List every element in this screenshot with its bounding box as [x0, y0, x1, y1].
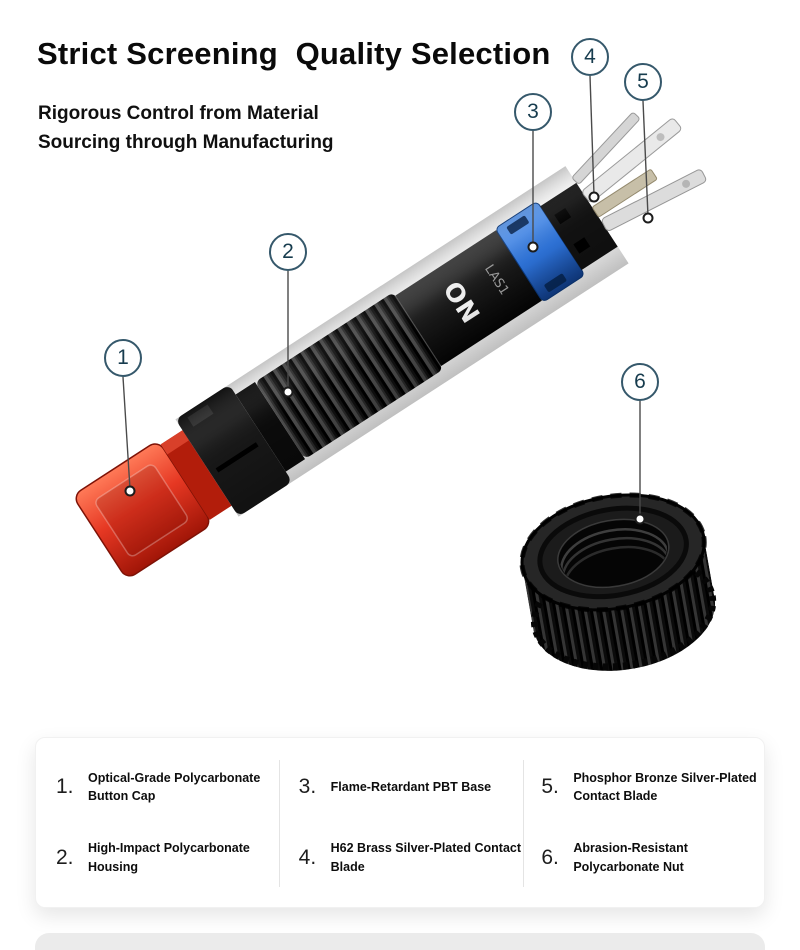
page-title: Strict Screening Quality Selection — [37, 36, 551, 71]
legend-item-label: Optical-Grade Polycarbonate Button Cap — [88, 770, 261, 804]
page-subtitle: Rigorous Control from Material Sourcing … — [38, 99, 334, 157]
switch-assembly: ON LAS1 — [75, 112, 707, 577]
legend-item-6: 6. Abrasion-Resistant Polycarbonate Nut — [521, 823, 764, 894]
legend-item-number: 4. — [298, 845, 317, 869]
callout-badge-2: 2 — [269, 233, 307, 271]
legend-item-number: 5. — [541, 775, 559, 799]
callout-line-1 — [122, 376, 131, 490]
brass-blade — [592, 169, 658, 217]
footer-bar — [35, 933, 765, 950]
legend-item-label: High-Impact Polycarbonate Housing — [88, 841, 250, 874]
callout-badge-4: 4 — [571, 38, 609, 76]
callout-badge-6: 6 — [621, 363, 659, 401]
legend-item-number: 6. — [541, 845, 559, 869]
button-cap — [75, 430, 232, 577]
callout-badge-3: 3 — [514, 93, 552, 131]
legend-item-number: 3. — [298, 775, 317, 799]
callout-dot-5 — [642, 212, 654, 224]
callout-badge-5: 5 — [624, 63, 662, 101]
callout-dots — [124, 191, 654, 525]
callout-dot-1 — [124, 485, 136, 497]
subtitle-line-2: Sourcing through Manufacturing — [38, 132, 334, 153]
callout-dot-3 — [527, 241, 539, 253]
callout-line-5 — [642, 100, 649, 217]
callout-dot-6 — [634, 513, 646, 525]
legend-divider — [279, 760, 280, 887]
legend-item-number: 2. — [56, 845, 74, 869]
legend-item-number: 1. — [56, 775, 74, 799]
legend-item-5: 5. Phosphor Bronze Silver-Plated Contact… — [521, 752, 764, 823]
legend-card: 1. Optical-Grade Polycarbonate Button Ca… — [35, 737, 765, 908]
legend-item-4: 4. H62 Brass Silver-Plated Contact Blade — [279, 823, 522, 894]
callout-badge-1: 1 — [104, 339, 142, 377]
callout-dot-4 — [588, 191, 600, 203]
legend-item-2: 2. High-Impact Polycarbonate Housing — [36, 823, 279, 894]
callout-dot-2 — [282, 386, 294, 398]
legend-item-label: Abrasion-Resistant Polycarbonate Nut — [573, 841, 688, 874]
callout-line-4 — [589, 75, 595, 196]
legend-item-label: H62 Brass Silver-Plated Contact Blade — [330, 841, 522, 874]
mounting-nut — [512, 481, 725, 685]
contact-blades — [572, 112, 707, 231]
legend-item-3: 3. Flame-Retardant PBT Base — [279, 752, 522, 823]
subtitle-line-1: Rigorous Control from Material — [38, 103, 319, 124]
legend-divider — [523, 760, 524, 887]
legend-item-label: Flame-Retardant PBT Base — [330, 779, 492, 794]
legend-item-label: Phosphor Bronze Silver-Plated Contact Bl… — [573, 770, 757, 804]
callout-lines — [122, 75, 649, 517]
legend-item-1: 1. Optical-Grade Polycarbonate Button Ca… — [36, 752, 279, 823]
